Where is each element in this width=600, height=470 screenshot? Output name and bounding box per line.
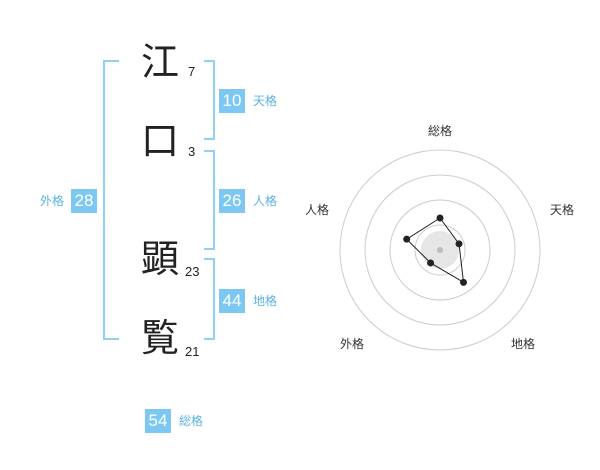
surname-char-2-strokes: 3: [188, 144, 196, 159]
surname-char-2: 口: [141, 119, 180, 163]
gaikaku-label: 外格: [40, 194, 65, 208]
radar-axis-label-gaikaku: 外格: [340, 337, 365, 351]
given-char-1-strokes: 23: [185, 264, 200, 279]
radar-ring-1: [414, 224, 466, 276]
radar-axis-label-tenkaku: 天格: [550, 203, 575, 217]
radar-ring-2: [389, 199, 491, 301]
radar-point-5: [403, 235, 411, 243]
tenkaku-bracket: [204, 60, 215, 140]
jinkaku-value-badge: 26: [219, 189, 245, 213]
chikaku-label: 地格: [253, 294, 278, 308]
radar-polygon: [405, 217, 465, 284]
soukaku-value-badge: 54: [145, 409, 171, 433]
radar-center-dot: [437, 247, 443, 253]
radar-point-3: [460, 278, 468, 286]
jinkaku-label: 人格: [253, 194, 278, 208]
jinkaku-bracket: [204, 150, 215, 250]
surname-char-1: 江: [141, 40, 180, 84]
radar-point-1: [436, 214, 444, 222]
tenkaku-value-badge: 10: [219, 89, 245, 113]
chikaku-bracket: [204, 258, 215, 340]
radar-point-4: [427, 259, 435, 267]
radar-axis-label-chikaku: 地格: [511, 337, 536, 351]
radar-ring-4: [339, 149, 541, 351]
radar-axis-label-jinkaku: 人格: [305, 203, 330, 217]
gaikaku-bracket: [103, 60, 119, 340]
chikaku-value-badge: 44: [219, 289, 245, 313]
soukaku-label: 総格: [179, 414, 204, 428]
given-char-1: 顕: [141, 237, 180, 281]
radar-axis-label-soukaku: 総格: [428, 124, 453, 138]
surname-char-1-strokes: 7: [188, 64, 196, 79]
gaikaku-value-badge: 28: [71, 189, 97, 213]
tenkaku-label: 天格: [253, 94, 278, 108]
radar-ring-3: [364, 174, 516, 326]
given-char-2-strokes: 21: [185, 344, 200, 359]
radar-point-2: [455, 240, 463, 248]
given-char-2: 覧: [141, 316, 180, 360]
